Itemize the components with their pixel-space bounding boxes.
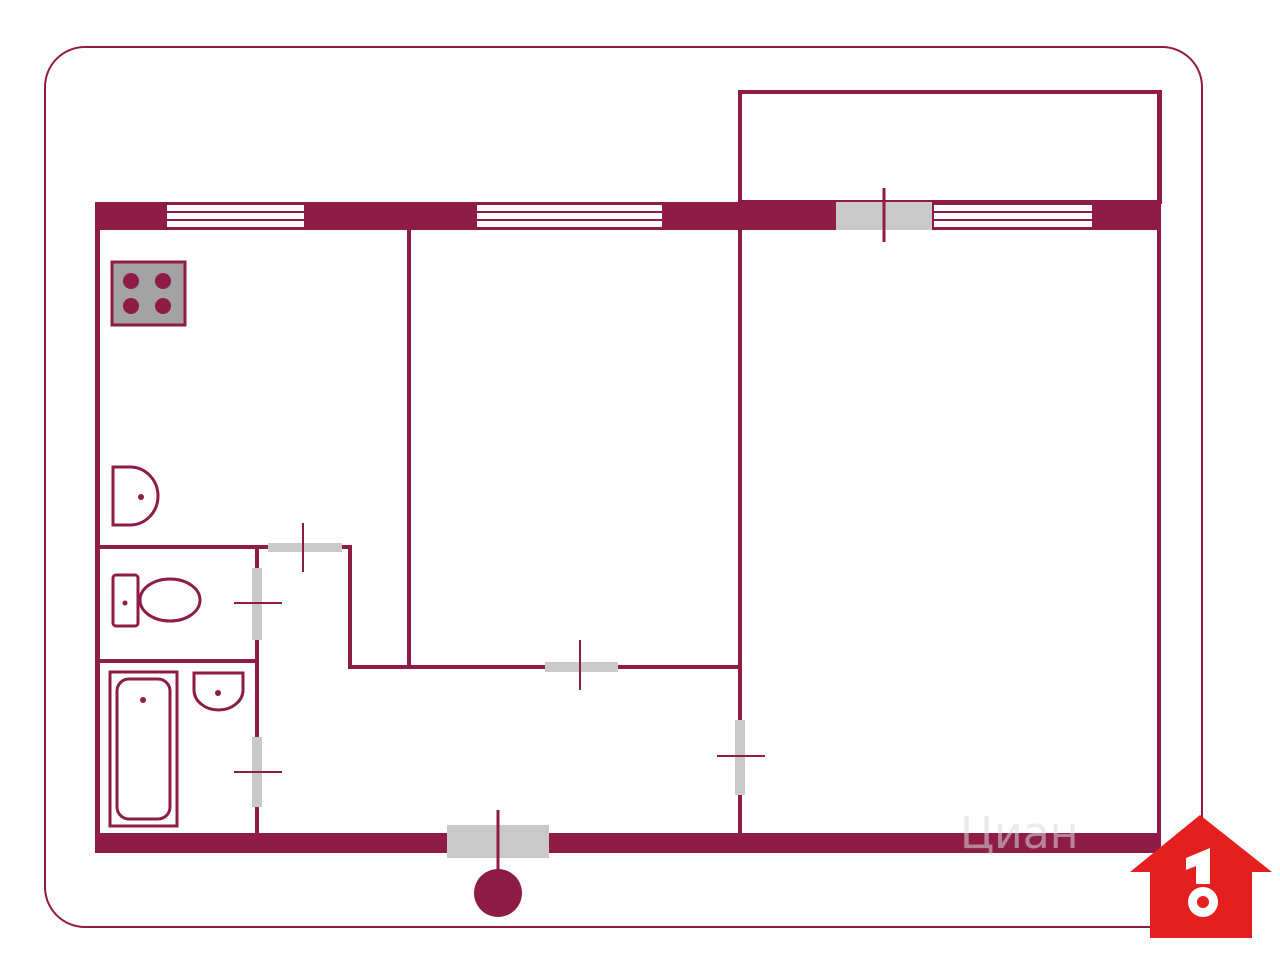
balcony-door <box>836 188 932 242</box>
wall-kitchen-bath <box>95 545 352 549</box>
door-room-2 <box>717 720 765 795</box>
window-room-1 <box>475 203 664 229</box>
left-exterior-wall <box>95 202 100 853</box>
watermark-text: Циан <box>960 808 1079 859</box>
washbasin-icon <box>192 671 245 712</box>
window-room-2 <box>932 203 1094 229</box>
toilet-icon <box>111 573 202 628</box>
entrance-marker <box>474 869 522 917</box>
bathtub-icon <box>108 670 179 828</box>
kitchen-sink-icon <box>111 465 160 527</box>
window-kitchen <box>165 203 306 229</box>
door-toilet <box>234 568 282 640</box>
wall-kitchen-room1 <box>407 230 411 669</box>
wall-kitchen-corridor <box>348 547 352 669</box>
wall-toilet-bath <box>95 659 259 663</box>
right-exterior-wall <box>1157 92 1161 853</box>
bottom-exterior-wall <box>95 833 1161 853</box>
plan-frame <box>44 46 1203 928</box>
door-kitchen <box>268 523 342 572</box>
balcony <box>738 90 1162 204</box>
entrance-door <box>447 810 549 917</box>
door-bathroom <box>234 737 282 807</box>
door-room-1 <box>545 640 618 690</box>
stove-icon <box>110 260 187 327</box>
wall-room1-room2 <box>738 230 742 833</box>
wall-bath-corridor <box>255 547 259 833</box>
house-key-logo-icon <box>1130 815 1272 938</box>
